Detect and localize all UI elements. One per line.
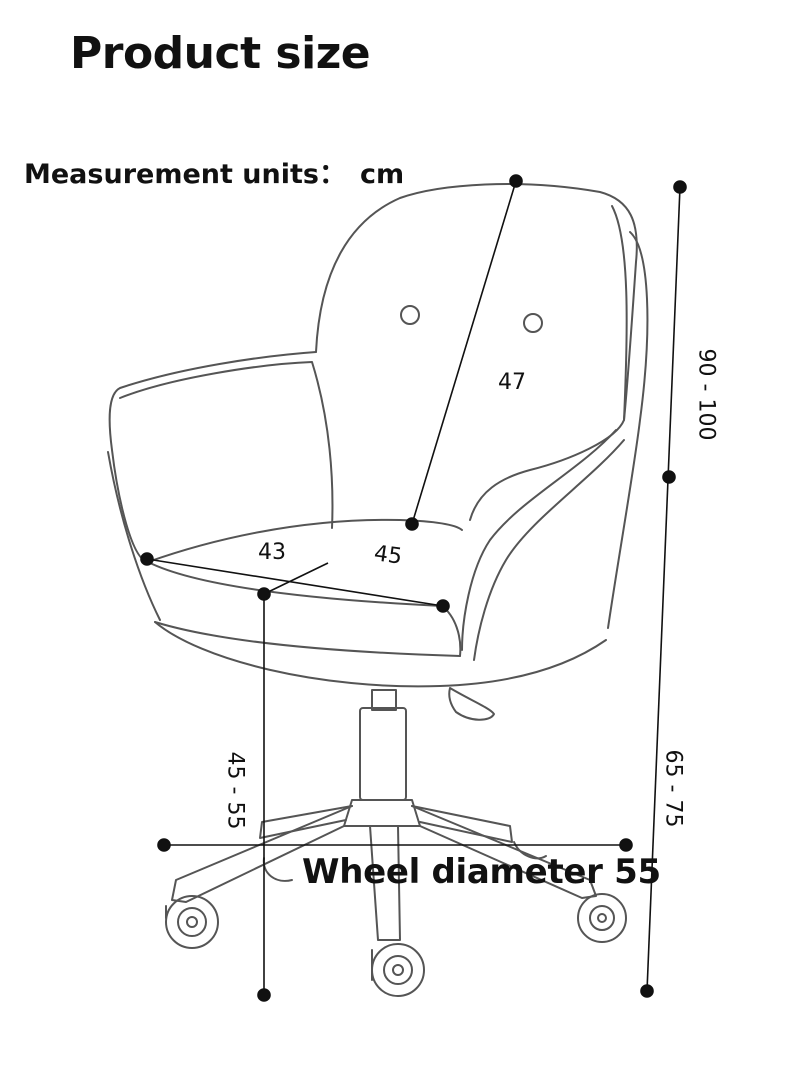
measurement-units: Measurement units： cm bbox=[24, 152, 404, 191]
page-title: Product size bbox=[70, 28, 371, 79]
backrest-side-2 bbox=[461, 429, 617, 651]
backrest-side-3 bbox=[473, 439, 625, 661]
dim-wheel-diameter-right bbox=[619, 838, 633, 852]
seat-base-front bbox=[154, 621, 607, 688]
dim-total-height-label: 90 - 100 bbox=[693, 348, 719, 441]
dim-seat-height-label: 45 - 55 bbox=[222, 751, 248, 830]
dim-seat-width-line bbox=[146, 558, 444, 607]
base-leg-front bbox=[369, 825, 401, 941]
dim-back-height-top bbox=[509, 174, 523, 188]
tilt-lever bbox=[448, 687, 495, 721]
base-leg-right bbox=[411, 805, 597, 899]
dim-wheel-diameter-left bbox=[157, 838, 171, 852]
wheel-diameter-label: Wheel diameter 55 bbox=[302, 852, 661, 892]
units-value: cm bbox=[359, 159, 405, 190]
tuft-button-left bbox=[400, 305, 420, 325]
dim-total-height-mid bbox=[662, 470, 676, 484]
seat-base-line bbox=[154, 621, 461, 657]
base-leg-left bbox=[171, 805, 353, 903]
seat-front-edge bbox=[441, 605, 462, 657]
dim-back-height-line bbox=[411, 180, 517, 525]
caster-front bbox=[371, 943, 425, 997]
caster-right bbox=[577, 893, 627, 943]
units-label: Measurement units： bbox=[24, 159, 346, 190]
backrest-side-1 bbox=[607, 231, 649, 629]
dim-seat-width-right bbox=[436, 599, 450, 613]
dim-seat-width-left bbox=[140, 552, 154, 566]
dim-back-height-label: 47 bbox=[498, 370, 526, 395]
gas-lift-top bbox=[371, 689, 397, 711]
dim-seat-height-bottom bbox=[257, 988, 271, 1002]
chair-sketch bbox=[107, 183, 649, 997]
armrest-left-outer bbox=[107, 451, 161, 621]
backrest-outline bbox=[315, 183, 638, 521]
caster-left bbox=[165, 895, 219, 949]
armrest-left-inner bbox=[119, 361, 334, 529]
base-leg-back-right bbox=[411, 805, 513, 843]
dimension-lines bbox=[140, 174, 687, 1002]
dim-seat-depth-line bbox=[263, 562, 329, 595]
backrest-inner bbox=[611, 205, 628, 421]
dim-seat-width-label: 43 bbox=[258, 540, 286, 565]
gas-lift-cylinder bbox=[359, 707, 407, 801]
dim-seat-height-top bbox=[257, 587, 271, 601]
dim-back-height-bottom bbox=[405, 517, 419, 531]
seat-top bbox=[147, 518, 463, 563]
dim-total-height-bottom bbox=[640, 984, 654, 998]
dim-arm-height-label: 65 - 75 bbox=[660, 749, 686, 828]
armrest-left bbox=[108, 351, 317, 563]
base-hub bbox=[343, 799, 421, 827]
tuft-button-right bbox=[523, 313, 543, 333]
dim-total-height-line bbox=[646, 186, 681, 992]
dim-seat-depth-label: 45 bbox=[372, 541, 404, 570]
dim-total-height-top bbox=[673, 180, 687, 194]
base-leg-back-left bbox=[259, 805, 353, 839]
